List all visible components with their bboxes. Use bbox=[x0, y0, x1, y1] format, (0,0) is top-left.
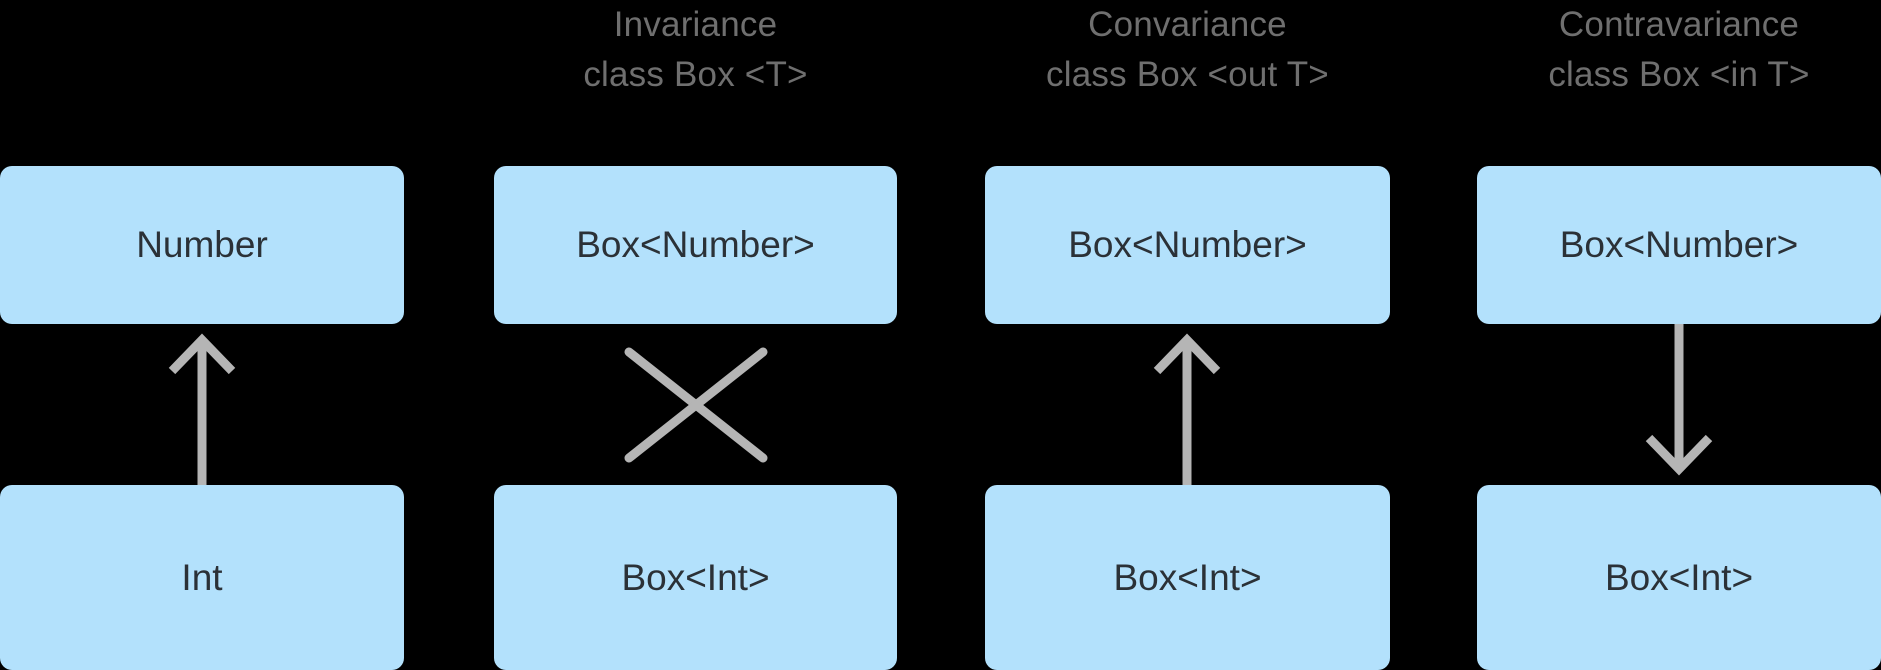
node-box-number[interactable]: Number bbox=[0, 166, 404, 324]
node-box-box-int[interactable]: Box<Int> bbox=[1477, 485, 1881, 670]
connector-cross-invariance bbox=[494, 324, 897, 485]
node-box-box-number[interactable]: Box<Number> bbox=[1477, 166, 1881, 324]
header-title: Contravariance bbox=[1558, 5, 1800, 44]
node-box-box-int[interactable]: Box<Int> bbox=[985, 485, 1390, 670]
header-subtitle: class Box <in T> bbox=[1548, 55, 1810, 94]
column-header-contravariance: Contravariance class Box <in T> bbox=[1477, 0, 1881, 100]
header-subtitle: class Box <out T> bbox=[1046, 55, 1329, 94]
column-header-invariance: Invariance class Box <T> bbox=[494, 0, 897, 100]
connector-arrow-up-covariance bbox=[985, 324, 1390, 485]
header-subtitle: class Box <T> bbox=[583, 55, 808, 94]
node-box-box-int[interactable]: Box<Int> bbox=[494, 485, 897, 670]
node-box-int[interactable]: Int bbox=[0, 485, 404, 670]
node-box-box-number[interactable]: Box<Number> bbox=[985, 166, 1390, 324]
column-covariance: Convariance class Box <out T> Box<Number… bbox=[985, 0, 1390, 670]
column-header-covariance: Convariance class Box <out T> bbox=[985, 0, 1390, 100]
column-plain-types: Number Int bbox=[0, 0, 404, 670]
connector-arrow-up-plain bbox=[0, 324, 404, 485]
connector-arrow-down-contravariance bbox=[1477, 324, 1881, 485]
column-invariance: Invariance class Box <T> Box<Number> Box… bbox=[494, 0, 897, 670]
column-contravariance: Contravariance class Box <in T> Box<Numb… bbox=[1477, 0, 1881, 670]
header-title: Invariance bbox=[613, 5, 778, 44]
node-box-box-number[interactable]: Box<Number> bbox=[494, 166, 897, 324]
header-title: Convariance bbox=[1088, 5, 1287, 44]
